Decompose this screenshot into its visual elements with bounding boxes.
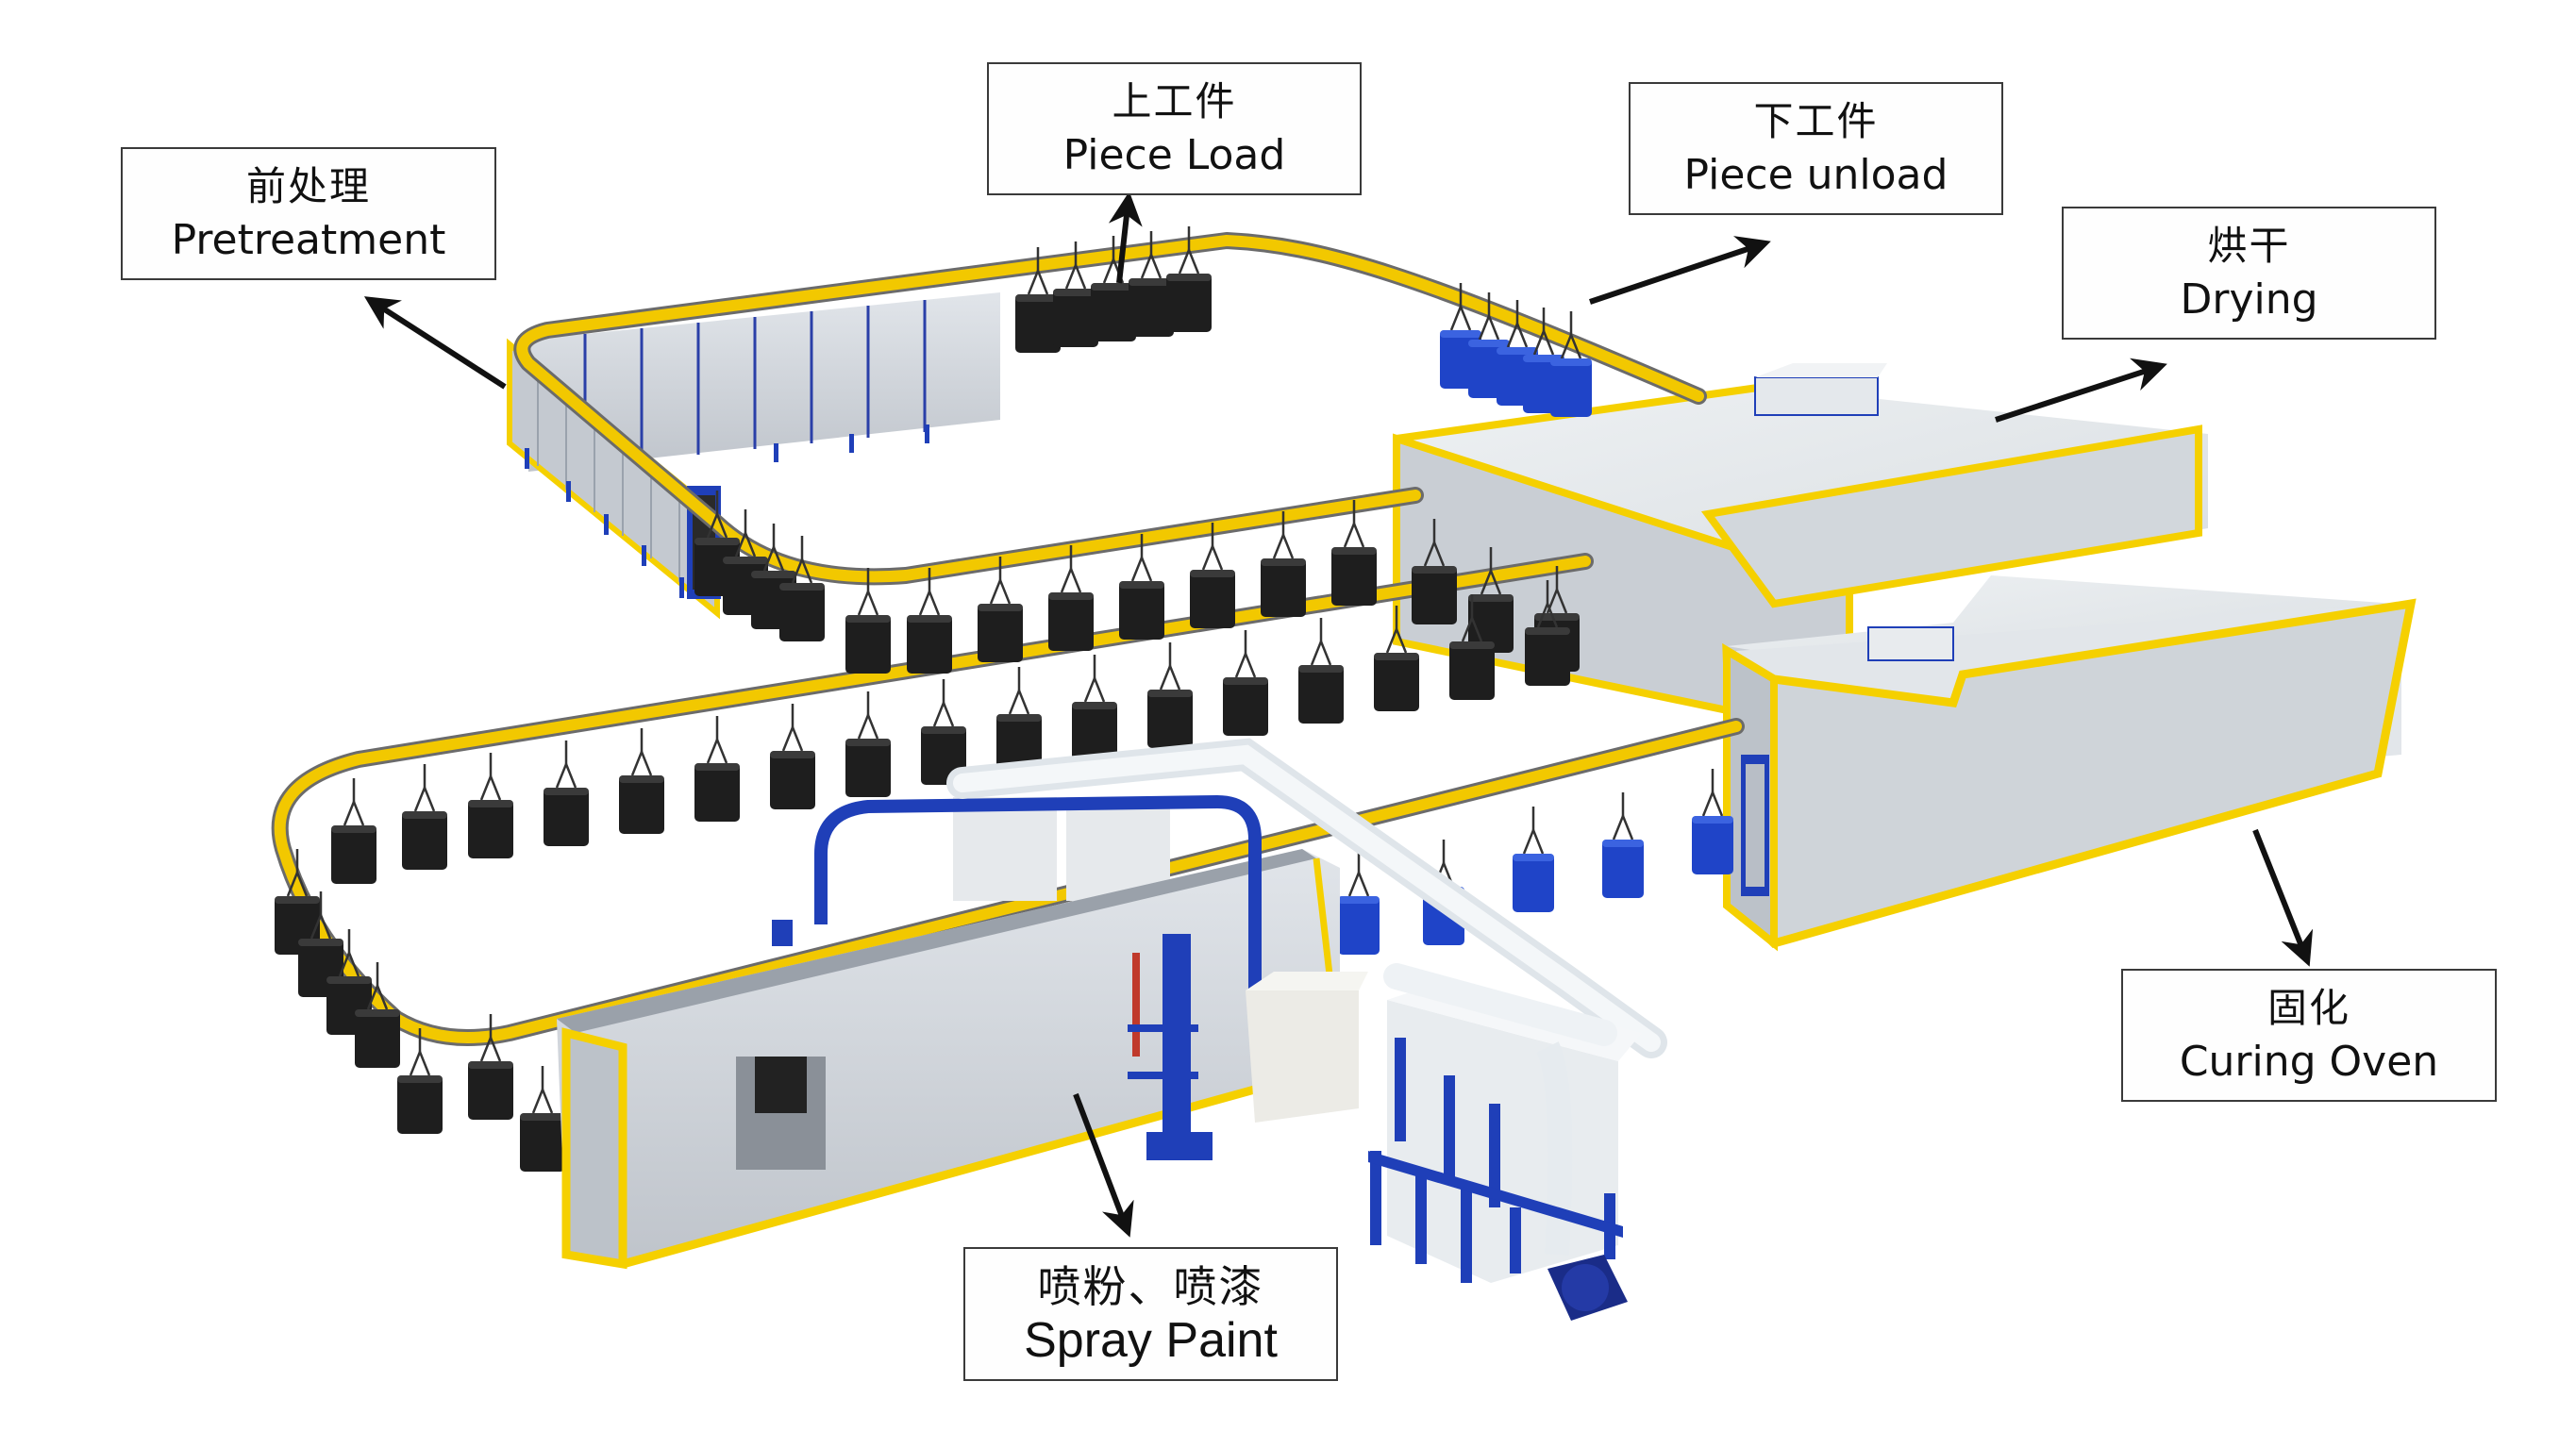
label-curing-oven: 固化 Curing Oven [2121,969,2497,1102]
label-pretreatment: 前处理 Pretreatment [121,147,496,280]
label-drying-zh: 烘干 [2207,222,2291,269]
label-spray-paint-zh: 喷粉、喷漆 [1037,1261,1264,1312]
arrow-spray-paint [1073,1092,1134,1238]
curing-oven [1722,575,2417,952]
label-pretreatment-en: Pretreatment [171,215,446,264]
label-pretreatment-zh: 前处理 [245,162,371,209]
leader-arrows [363,191,2314,1238]
arrow-curing-oven [2252,828,2314,967]
label-piece-load-zh: 上工件 [1112,77,1237,125]
label-drying-en: Drying [2180,275,2318,324]
label-curing-oven-en: Curing Oven [2179,1037,2439,1086]
label-piece-load: 上工件 Piece Load [987,62,1362,195]
label-spray-paint-en: Spray Paint [1024,1313,1278,1368]
label-drying: 烘干 Drying [2062,207,2436,340]
label-piece-unload-zh: 下工件 [1753,97,1879,144]
label-spray-paint: 喷粉、喷漆 Spray Paint [963,1247,1338,1381]
arrow-piece-load [1108,191,1143,284]
arrow-drying [1995,358,2167,423]
label-piece-unload-en: Piece unload [1683,150,1949,199]
pretreatment-tunnel [507,292,1000,620]
powder-recovery-system [946,738,1667,1321]
arrow-pretreatment [363,296,507,390]
label-piece-load-en: Piece Load [1062,130,1286,179]
label-curing-oven-zh: 固化 [2267,984,2350,1031]
label-piece-unload: 下工件 Piece unload [1629,82,2003,215]
arrow-piece-unload [1589,236,1771,305]
spray-booth [557,794,1368,1270]
